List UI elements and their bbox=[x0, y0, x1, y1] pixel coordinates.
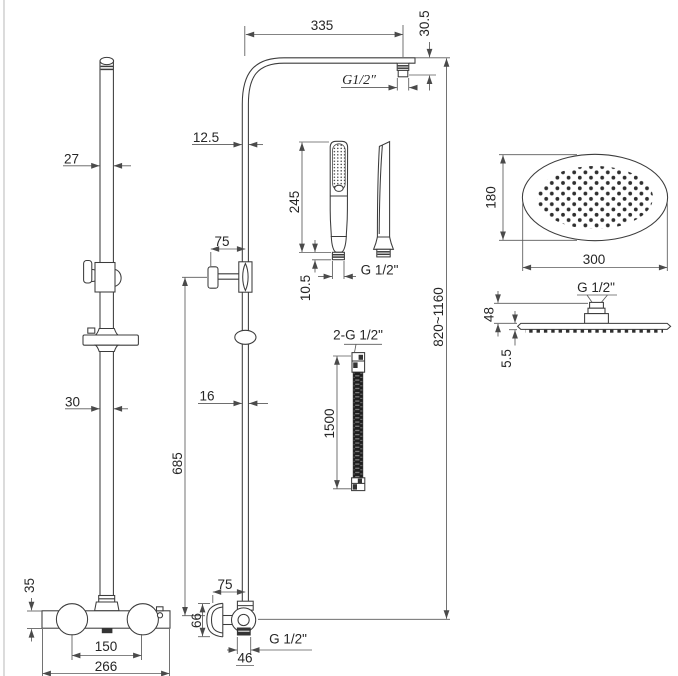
handset-holder-arc bbox=[114, 268, 122, 288]
wall-bracket-plate bbox=[207, 266, 219, 289]
dim-connector-height: 48 bbox=[482, 307, 497, 322]
dim-handshower-thread: G 1/2" bbox=[361, 263, 399, 278]
slide-bar-top-cap bbox=[99, 56, 115, 66]
handshower-logo-oval bbox=[334, 184, 344, 192]
head-connector-mid bbox=[587, 307, 606, 315]
soap-dish-collar-top bbox=[93, 327, 120, 336]
slider-block bbox=[94, 261, 116, 293]
soap-dish-clip bbox=[87, 327, 96, 334]
wall-flange-inner bbox=[210, 606, 223, 634]
valve-stop-button bbox=[156, 612, 164, 619]
overhead-shower-side-view: G 1/2" 48 5.5 bbox=[482, 280, 672, 368]
shower-hose: 2-G 1/2" 1500 bbox=[322, 328, 383, 492]
dim-hose-thread: 2-G 1/2" bbox=[333, 328, 383, 343]
hose-fitting-detail bbox=[358, 354, 363, 360]
dim-valve-offset: 75 bbox=[217, 577, 232, 592]
valve-body-side-inner bbox=[237, 613, 250, 627]
dim-arm-thread: G1/2″ bbox=[342, 73, 376, 88]
dim-lower-pipe-diameter: 16 bbox=[199, 389, 214, 404]
dim-arm-length: 335 bbox=[311, 18, 334, 33]
dim-bar-diameter: 27 bbox=[64, 152, 79, 167]
valve-left-knob bbox=[55, 603, 89, 636]
slide-rail-front-view: 27 30 35 150 266 bbox=[22, 56, 171, 676]
arm-fitting-collar bbox=[397, 69, 409, 78]
slider-knob bbox=[83, 259, 93, 284]
handshower-spray-face bbox=[332, 143, 346, 191]
dim-lower-bar-diameter: 30 bbox=[65, 395, 80, 410]
dim-valve-width: 266 bbox=[95, 659, 118, 674]
valve-button bbox=[155, 606, 164, 612]
dim-pipe-length: 685 bbox=[170, 452, 185, 475]
hose-braid bbox=[352, 371, 364, 479]
rail-base-flange bbox=[93, 601, 120, 612]
leader-line bbox=[354, 344, 357, 353]
dim-valve-height: 35 bbox=[22, 578, 37, 593]
handshower-side-seam bbox=[378, 144, 383, 235]
leader-line bbox=[586, 294, 593, 303]
soap-dish bbox=[82, 334, 139, 346]
head-plate-side bbox=[516, 322, 672, 330]
dim-head-length: 300 bbox=[583, 252, 606, 267]
shower-column-side-view: 335 30.5 G1/2″ 12.5 75 685 16 820~1160 7… bbox=[170, 10, 450, 666]
valve-right-knob bbox=[126, 603, 159, 636]
handshower-side-trumpet bbox=[372, 236, 395, 250]
hose-fitting-detail bbox=[353, 362, 358, 368]
riser-pipe-outer bbox=[241, 57, 416, 602]
head-connector-base bbox=[584, 313, 609, 324]
dim-outlet-width: 46 bbox=[237, 651, 252, 666]
leader-line bbox=[601, 294, 608, 303]
dim-head-width: 180 bbox=[484, 186, 499, 209]
handshower-handle-dome bbox=[330, 235, 347, 253]
dim-pipe-diameter: 12.5 bbox=[193, 130, 219, 145]
hose-fitting-detail bbox=[357, 478, 362, 484]
dim-fitting-height: 10.5 bbox=[298, 275, 313, 301]
head-connector-cap bbox=[589, 301, 604, 309]
hose-fitting-detail bbox=[352, 484, 357, 490]
pipe-ball-joint bbox=[234, 329, 257, 345]
arm-fitting-nut bbox=[396, 62, 410, 71]
dim-arm-end-height: 30.5 bbox=[417, 10, 432, 36]
dim-hose-length: 1500 bbox=[322, 408, 337, 438]
dim-outlet-thread: G 1/2" bbox=[269, 632, 307, 647]
hand-shower-views: 245 10.5 G 1/2" bbox=[287, 140, 399, 301]
handshower-side-nut bbox=[376, 248, 391, 258]
soap-dish-collar-bottom bbox=[93, 344, 120, 353]
dim-overall-height: 820~1160 bbox=[431, 287, 446, 346]
overhead-shower-top-view: 180 300 bbox=[484, 153, 669, 271]
head-nozzle-teeth bbox=[525, 329, 663, 333]
dim-bracket-offset: 75 bbox=[214, 234, 229, 249]
dim-plate-thickness: 5.5 bbox=[499, 349, 514, 368]
dim-handshower-length: 245 bbox=[287, 191, 302, 214]
valve-outlet-front bbox=[101, 628, 113, 634]
wall-flange-outer bbox=[206, 602, 223, 638]
head-nozzle-dots bbox=[537, 166, 653, 229]
dim-head-thread: G 1/2" bbox=[577, 280, 615, 295]
wall-bracket-lens bbox=[242, 262, 249, 292]
handshower-nut bbox=[331, 251, 345, 261]
riser-pipe-inner bbox=[247, 62, 397, 602]
dim-flange-height: 66 bbox=[189, 613, 204, 628]
dim-inlet-spacing: 150 bbox=[95, 639, 118, 654]
